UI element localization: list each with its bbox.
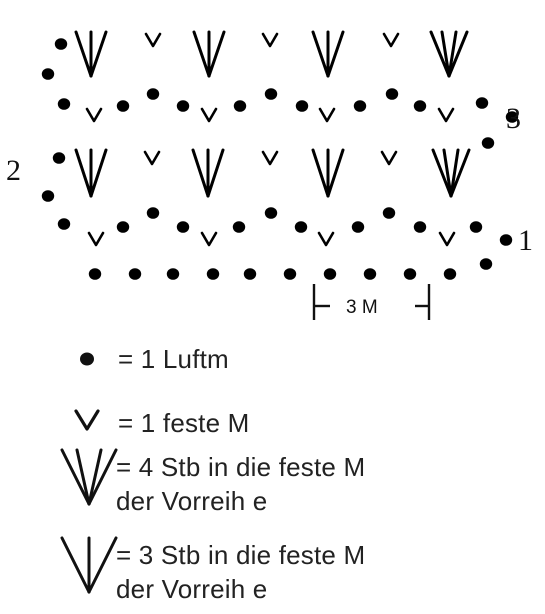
legend-fan-4-text-line1: = 4 Stb in die feste M [116,452,366,482]
row2-single-crochet [380,150,398,166]
row2-fan-4 [431,148,471,198]
v-icon [74,409,100,431]
turning-chain [479,258,493,270]
row3-chain [413,100,427,112]
row1-chain [264,207,278,219]
row1-chain [413,221,427,233]
row1-chain [57,218,71,230]
row1-chain [382,207,396,219]
legend-item-sc: = 1 feste M [0,398,545,448]
row3-chain [475,97,489,109]
row3-chain [57,98,71,110]
row3-chain [505,111,519,123]
row4-single-crochet [261,32,279,48]
legend-item-fan-4: = 4 Stb in die feste M der Vorreih e [0,444,545,524]
legend-sc-text: = 1 feste M [118,408,250,438]
foundation-chain [323,268,337,280]
foundation-chain [88,268,102,280]
row4-single-crochet [382,32,400,48]
repeat-bracket [312,284,431,320]
row3-single-crochet [85,107,103,123]
row1-chain [469,221,483,233]
chart-marks [41,30,519,280]
turning-chain [481,137,495,149]
row4-fan-3 [311,30,345,78]
row1-chain [176,221,190,233]
row2-single-crochet [261,150,279,166]
row3-single-crochet [437,107,455,123]
row1-chain [146,207,160,219]
foundation-chain [403,268,417,280]
row1-single-crochet [438,231,456,247]
row3-chain [233,100,247,112]
fan-4-icon [60,448,118,506]
repeat-label: 3 M [346,297,378,318]
row2-chain [52,152,66,164]
row2-single-crochet [143,150,161,166]
foundation-chain [206,268,220,280]
row3-chain [146,88,160,100]
legend-item-fan-3: = 3 Stb in die feste M der Vorreih e [0,530,545,614]
row1-single-crochet [87,231,105,247]
row1-chain [294,221,308,233]
row-label-1: 1 [518,224,533,257]
row3-single-crochet [200,107,218,123]
dot-icon [80,352,94,366]
legend: = 1 Luftm = 1 feste M = 4 Stb in die fes… [0,330,545,614]
row1-chain [232,221,246,233]
row2-chain [41,190,55,202]
row3-chain [116,100,130,112]
crochet-chart: 3 2 1 3 M [6,30,533,320]
row3-single-crochet [318,107,336,123]
row3-chain [176,100,190,112]
foundation-chain [283,268,297,280]
row-label-2: 2 [6,154,21,187]
row4-fan-3 [74,30,108,78]
row1-single-crochet [317,231,335,247]
row4-chain [54,38,68,50]
row2-fan-3 [74,148,108,198]
row3-chain [295,100,309,112]
row1-chain [351,221,365,233]
row2-fan-3 [311,148,345,198]
legend-fan-3-text-line2: der Vorreih e [116,574,268,604]
legend-fan-4-text-line2: der Vorreih e [116,486,268,516]
legend-chain-text: = 1 Luftm [118,344,229,374]
row3-chain [353,100,367,112]
legend-fan-3-text-line1: = 3 Stb in die feste M [116,540,366,570]
row4-chain [41,68,55,80]
foundation-chain [363,268,377,280]
row4-fan-4 [429,30,469,78]
row3-chain [385,88,399,100]
row1-chain [499,234,513,246]
foundation-chain [166,268,180,280]
foundation-chain [243,268,257,280]
legend-item-chain: = 1 Luftm [0,332,545,382]
fan-3-icon [60,536,118,594]
foundation-chain [128,268,142,280]
row2-fan-3 [191,148,225,198]
row1-chain [116,221,130,233]
foundation-chain [443,268,457,280]
row4-fan-3 [192,30,226,78]
row3-chain [264,88,278,100]
row4-single-crochet [144,32,162,48]
row-label-3: 3 [506,102,521,135]
row1-single-crochet [200,231,218,247]
